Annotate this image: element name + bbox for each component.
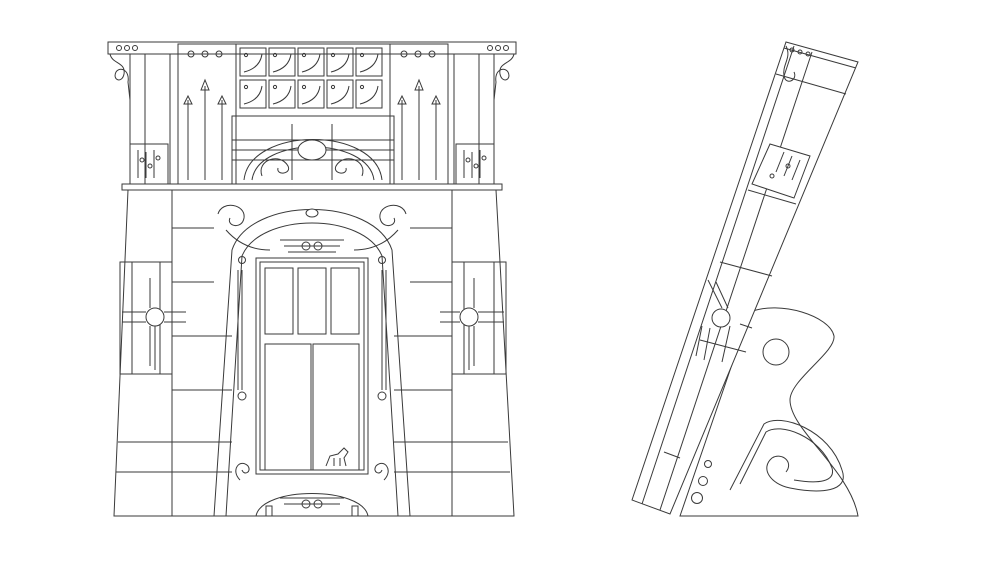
- scroll-ornament-icon: [353, 204, 407, 251]
- window-curve: [272, 53, 292, 73]
- horse-icon: [325, 447, 349, 467]
- window-pane: [297, 47, 325, 77]
- window-dot: [243, 84, 249, 90]
- window-pane: [239, 47, 267, 77]
- tilted-body: [631, 41, 859, 515]
- window-dot: [330, 84, 336, 90]
- door-frame-bead: [237, 391, 247, 401]
- sun-emblem-icon: [695, 279, 753, 363]
- right-pilaster: [440, 261, 507, 375]
- scroll-ornament-icon: [374, 462, 389, 481]
- door-leaf: [255, 257, 369, 475]
- window-curve: [272, 85, 292, 105]
- window-dot: [272, 52, 278, 58]
- window-pane: [268, 47, 296, 77]
- window-dot: [301, 84, 307, 90]
- right-bracket-scroll-icon: [493, 53, 515, 101]
- window-dot: [243, 52, 249, 58]
- right-dot-plaque: [455, 143, 495, 185]
- window-pane: [326, 79, 354, 109]
- base-stand: [679, 307, 859, 517]
- window-curve: [359, 85, 379, 105]
- scroll-ornament-icon: [260, 158, 290, 177]
- upper-storey: [129, 53, 495, 185]
- window-dot: [301, 52, 307, 58]
- window-curve: [243, 53, 263, 73]
- sun-emblem-icon: [122, 278, 186, 370]
- scroll-ornament-icon: [217, 204, 271, 251]
- window-curve: [330, 53, 350, 73]
- window-pane: [326, 47, 354, 77]
- window-curve: [330, 85, 350, 105]
- balcony-ledge: [121, 183, 503, 191]
- side-bracket-scroll-icon: [783, 45, 796, 82]
- window-curve: [359, 53, 379, 73]
- window-curve: [301, 53, 321, 73]
- cornice-dots: [116, 45, 509, 51]
- window-pane: [239, 79, 267, 109]
- window-dot: [359, 52, 365, 58]
- upper-left-panel: [177, 43, 237, 185]
- side-dot-plaque: [751, 143, 811, 199]
- balcony-medallion: [297, 139, 327, 161]
- left-bracket-scroll-icon: [109, 53, 131, 101]
- stand-round-hole: [762, 338, 790, 366]
- window-pane: [297, 79, 325, 109]
- left-pilaster: [119, 261, 186, 375]
- window-curve: [301, 85, 321, 105]
- window-pane: [355, 47, 383, 77]
- door-header-ornament: [280, 239, 344, 253]
- window-dot: [272, 84, 278, 90]
- window-dot: [330, 52, 336, 58]
- balcony-arch: [231, 115, 395, 185]
- stand-dots: [691, 460, 712, 504]
- upper-window-grid: [235, 43, 391, 117]
- upper-right-panel: [389, 43, 449, 185]
- arch-keystone: [305, 208, 319, 218]
- arrow-up-icon: [183, 78, 227, 180]
- lower-storey: [113, 189, 515, 517]
- front-elevation-view: [107, 41, 517, 517]
- arrow-up-icon: [397, 78, 441, 180]
- sun-emblem-icon: [440, 278, 504, 370]
- spiral-cutout: [729, 419, 844, 492]
- window-curve: [243, 85, 263, 105]
- door-frame: [213, 204, 411, 517]
- window-pane: [268, 79, 296, 109]
- left-dot-plaque: [129, 143, 169, 185]
- door-frame-bead: [377, 391, 387, 401]
- window-dot: [359, 84, 365, 90]
- scroll-ornament-icon: [334, 158, 364, 177]
- side-elevation-view: [631, 41, 859, 517]
- window-pane: [355, 79, 383, 109]
- side-cornice-dots: [789, 47, 811, 57]
- scroll-ornament-icon: [235, 462, 250, 481]
- threshold-arch: [255, 493, 369, 517]
